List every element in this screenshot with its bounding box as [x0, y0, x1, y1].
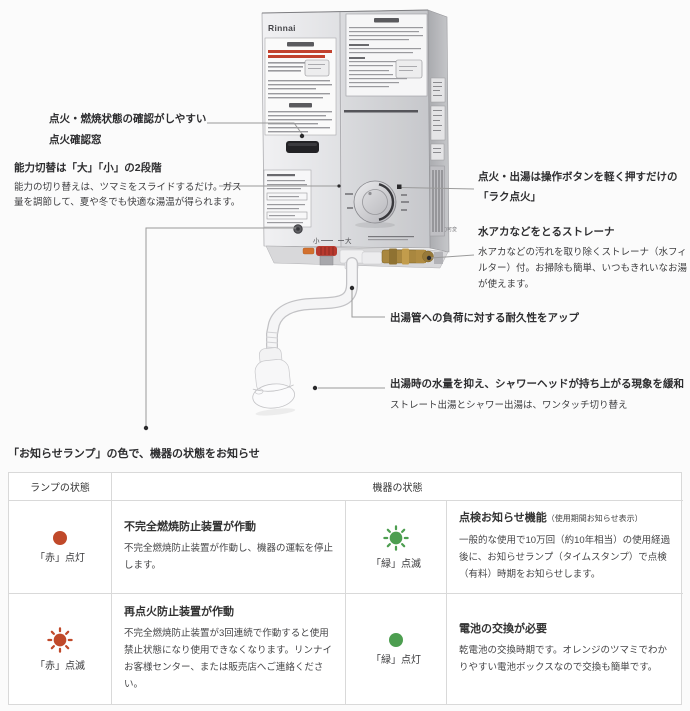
strainer-fitting [381, 248, 434, 265]
capacity-slider-marks: 小 大 能力可変 [313, 226, 457, 245]
callout-title: 水アカなどをとるストレーナ [478, 226, 615, 238]
status-title-suffix: （使用期間お知らせ表示） [546, 514, 643, 523]
status-desc-cell: 電池の交換が必要 乾電池の交換時期です。オレンジのツマミでわかりやすい電池ボック… [446, 593, 683, 704]
lamp-state-label: 「赤」点滅 [35, 660, 85, 672]
callout-lines [145, 122, 475, 427]
callout-ignition-window: 点火・燃焼状態の確認がしやすい 点火確認窓 [49, 109, 206, 151]
callout-durability: 出湯管への負荷に対する耐久性をアップ [390, 310, 579, 326]
table-header-status: 機器の状態 [111, 473, 683, 500]
status-body: 一般的な使用で10万回（約10年相当）の使用経過後に、お知らせランプ（タイムスタ… [459, 535, 671, 580]
lamp-green-blink-icon [383, 524, 409, 551]
lamp-info-label [263, 169, 312, 228]
side-labels [430, 77, 446, 161]
callout-title: 点火確認窓 [49, 134, 102, 146]
callout-title: 出湯時の水量を抑え、シャワーヘッドが持ち上がる現象を緩和 [390, 378, 684, 390]
lamp-state-label: 「緑」点灯 [371, 654, 421, 666]
product-illustration: Rinnai [143, 9, 475, 431]
status-title: 点検お知らせ機能 [459, 512, 547, 524]
callout-strainer: 水アカなどをとるストレーナ 水アカなどの汚れを取り除くストレーナ（水フィルター）… [478, 224, 690, 293]
status-desc-cell: 不完全燃焼防止装置が作動 不完全燃焼防止装置が作動し、機器の運転を停止します。 [111, 500, 345, 593]
callout-easy-ignition: 点火・出湯は操作ボタンを軽く押すだけの 「ラク点火」 [478, 167, 678, 207]
lamp-state-label: 「赤」点灯 [35, 552, 85, 564]
control-knob [345, 180, 409, 228]
status-title: 再点火防止装置が作動 [124, 606, 234, 618]
lamp-red-blink-icon [47, 626, 73, 653]
svg-text:小: 小 [313, 236, 320, 245]
status-body: 不完全燃焼防止装置が作動し、機器の運転を停止します。 [124, 543, 334, 571]
side-vent-grille [429, 165, 445, 237]
callout-dots [143, 133, 432, 431]
ignition-window [286, 141, 319, 153]
svg-text:大: 大 [345, 236, 352, 245]
table-header-lamp: ランプの状態 [30, 483, 90, 494]
shower-hose [265, 257, 358, 360]
lamp-state-cell: 「緑」点灯 [345, 593, 446, 704]
status-title: 不完全燃焼防止装置が作動 [124, 521, 256, 533]
svg-text:能力可変: 能力可変 [437, 226, 457, 233]
shower-head [252, 347, 296, 416]
gas-valve [316, 246, 337, 266]
lamp-state-cell: 「赤」点灯 [9, 500, 111, 593]
status-desc-cell: 点検お知らせ機能（使用期間お知らせ表示） 一般的な使用で10万回（約10年相当）… [446, 500, 683, 593]
lamp-status-table: ランプの状態 機器の状態 「赤」点灯 不完全燃焼防止装置が作動 不完全燃焼防止装… [8, 472, 683, 705]
status-title: 電池の交換が必要 [459, 623, 547, 635]
water-heater-unit: Rinnai [261, 9, 457, 270]
callout-title: 点火・出湯は操作ボタンを軽く押すだけの [478, 171, 678, 183]
lamp-green-on-icon [389, 632, 403, 647]
callout-body: ストレート出湯とシャワー出湯は、ワンタッチ切り替え [390, 400, 628, 411]
lamp-state-cell: 「赤」点滅 [9, 593, 111, 704]
status-desc-cell: 再点火防止装置が作動 不完全燃焼防止装置が3回連続で作動すると使用禁止状態になり… [111, 593, 345, 704]
status-body: 不完全燃焼防止装置が3回連続で作動すると使用禁止状態になり使用できなくなります。… [124, 628, 333, 690]
rinnai-logo-text: Rinnai [268, 23, 296, 33]
callout-title: 「ラク点火」 [478, 191, 541, 203]
lamp-red-on-icon [53, 530, 67, 545]
lamp-state-label: 「緑」点滅 [371, 558, 421, 570]
lamp-state-cell: 「緑」点滅 [345, 500, 446, 593]
status-body: 乾電池の交換時期です。オレンジのツマミでわかりやすい電池ボックスなので交換も簡単… [459, 645, 668, 673]
bottom-fittings [265, 245, 449, 270]
callout-capacity: 能力切替は「大」「小」の2段階 能力の切り替えは、ツマミをスライドするだけ。ガス… [14, 159, 246, 210]
callout-body: 水アカなどの汚れを取り除くストレーナ（水フィルター）付。お掃除も簡単、いつもきれ… [478, 247, 688, 290]
notification-lamp-button [293, 224, 303, 234]
front-warning-label [264, 37, 337, 136]
callout-shower: 出湯時の水量を抑え、シャワーヘッドが持ち上がる現象を緩和 ストレート出湯とシャワ… [390, 376, 684, 413]
callout-title: 点火・燃焼状態の確認がしやすい [49, 113, 207, 125]
lamp-section-title: 「お知らせランプ」の色で、機器の状態をお知らせ [8, 448, 260, 460]
battery-box-tab [302, 247, 315, 255]
callout-body: 能力の切り替えは、ツマミをスライドするだけ。ガス量を調節して、夏や冬でも快適な湯… [14, 182, 242, 208]
side-caution-label [344, 13, 428, 113]
callout-title: 能力切替は「大」「小」の2段階 [14, 162, 162, 174]
callout-title: 出湯管への負荷に対する耐久性をアップ [390, 312, 579, 324]
